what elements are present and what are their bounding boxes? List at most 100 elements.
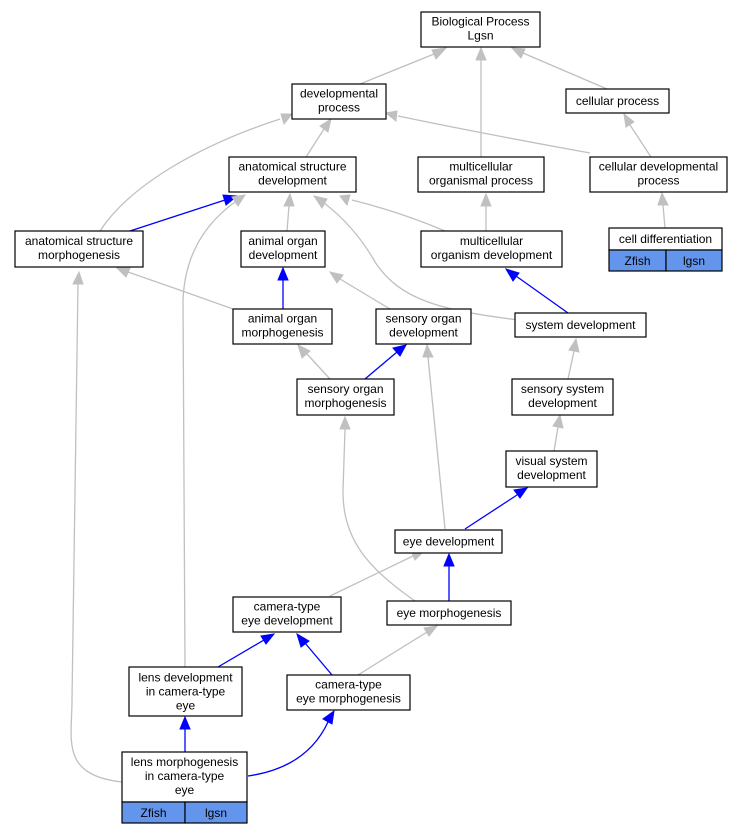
edges	[70, 46, 669, 783]
edge-head	[384, 110, 398, 122]
edge-head	[328, 271, 344, 284]
node-box	[565, 88, 670, 114]
edge-head	[280, 113, 294, 126]
edge-head	[231, 194, 247, 207]
node-label: in camera-type	[146, 685, 226, 699]
tag-label: Zfish	[140, 806, 166, 820]
node-label: organismal process	[429, 174, 533, 188]
edge-head	[422, 343, 434, 358]
node-sensory-organ-morphogenesis[interactable]: sensory organ morphogenesis	[296, 378, 395, 416]
edge-sysd-mod	[515, 275, 569, 314]
node-label: camera-type	[315, 678, 382, 692]
edge-head	[475, 46, 487, 61]
tag-lgsn	[665, 249, 723, 272]
node-label: anatomical structure	[238, 160, 346, 174]
node-biological-process[interactable]: Biological Process Lgsn	[420, 11, 541, 48]
edge-head	[319, 117, 332, 133]
node-label: cellular process	[576, 94, 659, 108]
node-box	[375, 308, 472, 345]
edge-som-aom	[306, 353, 331, 380]
node-box	[232, 596, 342, 633]
node-label: visual system	[515, 454, 587, 468]
node-box	[128, 666, 243, 717]
edge-head	[623, 112, 635, 128]
edge-aod-asd	[286, 205, 290, 232]
node-cellular-process[interactable]: cellular process	[565, 88, 670, 114]
node-sensory-organ-development[interactable]: sensory organ development	[375, 308, 472, 345]
node-box	[511, 378, 614, 416]
edge-head	[568, 337, 580, 353]
tag-label: lgsn	[683, 254, 705, 268]
node-box	[121, 751, 248, 803]
node-label: multicellular	[449, 160, 512, 174]
node-developmental-process[interactable]: developmental process	[291, 83, 387, 120]
edge-head	[552, 413, 564, 429]
edge-head	[443, 552, 455, 567]
node-label: sensory system	[521, 382, 604, 396]
node-camera-type-eye-morphogenesis[interactable]: camera-type eye morphogenesis	[286, 674, 411, 711]
edge-head	[72, 270, 84, 285]
node-label: Lgsn	[467, 29, 493, 43]
node-label: development	[258, 174, 327, 188]
node-label: animal organ	[248, 312, 317, 326]
node-box	[240, 230, 326, 268]
node-label: multicellular	[460, 234, 523, 248]
edge-head	[277, 266, 289, 281]
edge-lmce-asm	[70, 283, 123, 783]
edge-asm-asd	[129, 199, 226, 232]
node-box	[286, 674, 411, 711]
node-label: organism development	[431, 248, 553, 262]
node-box	[228, 156, 357, 193]
node-box	[420, 11, 541, 48]
edge-head	[260, 633, 276, 645]
edge-mod-asd	[351, 199, 446, 232]
edge-cted-eyed	[329, 555, 414, 597]
node-label: process	[318, 101, 360, 115]
node-eye-morphogenesis[interactable]: eye morphogenesis	[386, 600, 512, 626]
edge-head	[339, 194, 351, 207]
node-eye-development[interactable]: eye development	[394, 529, 503, 554]
node-multicellular-organism-development[interactable]: multicellular organism development	[420, 230, 563, 268]
edge-cdp-cell	[629, 124, 652, 158]
node-lens-development-in-camera-type-eye[interactable]: lens development in camera-type eye	[128, 666, 243, 717]
node-label: eye	[175, 783, 195, 797]
edge-aom-asm	[127, 271, 234, 310]
node-anatomical-structure-development[interactable]: anatomical structure development	[228, 156, 357, 193]
node-visual-system-development[interactable]: visual system development	[505, 450, 598, 488]
edge-head	[322, 709, 335, 725]
edge-sod-aod	[339, 278, 391, 310]
edge-head	[480, 192, 492, 207]
node-camera-type-eye-development[interactable]: camera-type eye development	[232, 596, 342, 633]
node-box	[386, 600, 512, 626]
node-label: development	[528, 396, 597, 410]
edge-cdp-dev	[397, 115, 591, 154]
node-label: Biological Process	[431, 15, 529, 29]
edge-head	[513, 487, 529, 499]
node-system-development[interactable]: system development	[514, 312, 647, 338]
node-label: eye development	[403, 535, 495, 549]
nodes: Biological Process Lgsn developmental pr…	[14, 11, 728, 824]
edge-head	[657, 191, 669, 206]
tag-lgsn	[184, 801, 248, 824]
node-lens-morphogenesis-in-camera-type-eye[interactable]: lens morphogenesis in camera-type eye Zf…	[121, 751, 248, 824]
edge-ldce-cted	[217, 639, 265, 668]
edge-eyed-vsd	[464, 494, 518, 530]
node-box	[296, 378, 395, 416]
tag-label: lgsn	[205, 806, 227, 820]
node-multicellular-organismal-process[interactable]: multicellular organismal process	[417, 156, 545, 193]
edge-asd-dev	[305, 128, 325, 158]
node-cell-differentiation[interactable]: cell differentiation Zfish lgsn	[608, 227, 723, 272]
edge-ldce-asd	[182, 201, 236, 668]
node-sensory-system-development[interactable]: sensory system development	[511, 378, 614, 416]
node-label: sensory organ	[307, 382, 383, 396]
node-cellular-developmental-process[interactable]: cellular developmental process	[589, 156, 728, 193]
node-animal-organ-development[interactable]: animal organ development	[240, 230, 326, 268]
node-anatomical-structure-morphogenesis[interactable]: anatomical structure morphogenesis	[14, 230, 144, 268]
node-box	[14, 230, 144, 268]
edge-head	[179, 715, 191, 730]
node-box	[514, 312, 647, 338]
node-label: development	[389, 326, 458, 340]
node-animal-organ-morphogenesis[interactable]: animal organ morphogenesis	[232, 308, 333, 345]
node-label: development	[517, 468, 586, 482]
node-label: lens development	[138, 671, 233, 685]
